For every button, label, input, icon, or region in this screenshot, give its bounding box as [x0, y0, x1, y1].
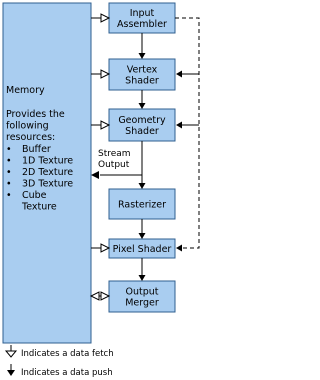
dashed-feedback-arrow-icon: [176, 244, 182, 252]
vertex-shader-label: Shader: [125, 76, 159, 87]
legend-fetch-label: Indicates a data fetch: [21, 349, 114, 359]
pixel-shader-label: Pixel Shader: [113, 244, 172, 255]
memory-description-line: Provides the: [6, 109, 65, 120]
rasterizer-label: Rasterizer: [118, 200, 166, 211]
push-gs-rast-arrow-icon: [138, 183, 146, 189]
resource-bullet: •: [6, 156, 12, 167]
push-ia-vs-arrow-icon: [138, 53, 146, 59]
legend-push-label: Indicates a data push: [21, 368, 113, 378]
vertex-shader-label: Vertex: [127, 65, 158, 76]
dashed-branch-arrow-icon: [176, 121, 182, 129]
memory-description-line: resources:: [6, 132, 55, 143]
resource-item: 1D Texture: [22, 156, 73, 167]
fetch-om-arrow-icon: [100, 291, 111, 301]
push-rast-ps-arrow-icon: [138, 233, 146, 239]
fetch-ia-arrow-icon: [100, 13, 111, 23]
pipeline-diagram: Memory Provides thefollowingresources:•B…: [2, 2, 200, 378]
geometry-shader-label: Geometry: [118, 115, 166, 126]
resource-bullet: •: [6, 167, 12, 178]
output-merger-label: Merger: [125, 298, 159, 309]
memory-description-line: following: [6, 121, 49, 132]
memory-title: Memory: [6, 85, 45, 96]
legend: Indicates a data fetch Indicates a data …: [4, 345, 114, 378]
resource-item: 3D Texture: [22, 179, 73, 190]
output-merger-box: [108, 280, 176, 313]
dashed-branch-arrow-icon: [176, 70, 182, 78]
resource-item: Texture: [21, 202, 57, 213]
stream-output-arrow-icon: [91, 171, 99, 179]
resource-bullet: •: [6, 179, 12, 190]
fetch-gs-arrow-icon: [100, 120, 111, 130]
memory-box: [2, 2, 92, 344]
stream-output-label-1: Stream: [98, 149, 131, 159]
fetch-vs-arrow-icon: [100, 69, 111, 79]
input-assembler-label: Input: [130, 8, 155, 19]
resource-item: Buffer: [22, 144, 51, 155]
resource-bullet: •: [6, 144, 12, 155]
resource-bullet: •: [6, 190, 12, 201]
geometry-shader-label: Shader: [125, 126, 159, 137]
legend-push-arrow-icon: [7, 370, 15, 376]
input-assembler-label: Assembler: [117, 19, 167, 30]
fetch-om-back-arrow-icon: [89, 291, 100, 301]
output-merger-label: Output: [126, 287, 159, 298]
dashed-feedback-line: [175, 17, 200, 249]
resource-item: Cube: [22, 190, 47, 201]
rasterizer-box: [108, 188, 176, 220]
memory-description: Provides thefollowingresources:•Buffer•1…: [6, 109, 73, 213]
pipeline-arrows: [89, 13, 200, 301]
stream-output-label-2: Output: [98, 160, 130, 170]
legend-fetch-arrow-icon: [4, 350, 18, 358]
push-ps-om-arrow-icon: [138, 275, 146, 281]
resource-item: 2D Texture: [22, 167, 73, 178]
push-vs-gs-arrow-icon: [138, 103, 146, 109]
fetch-ps-arrow-icon: [100, 243, 111, 253]
